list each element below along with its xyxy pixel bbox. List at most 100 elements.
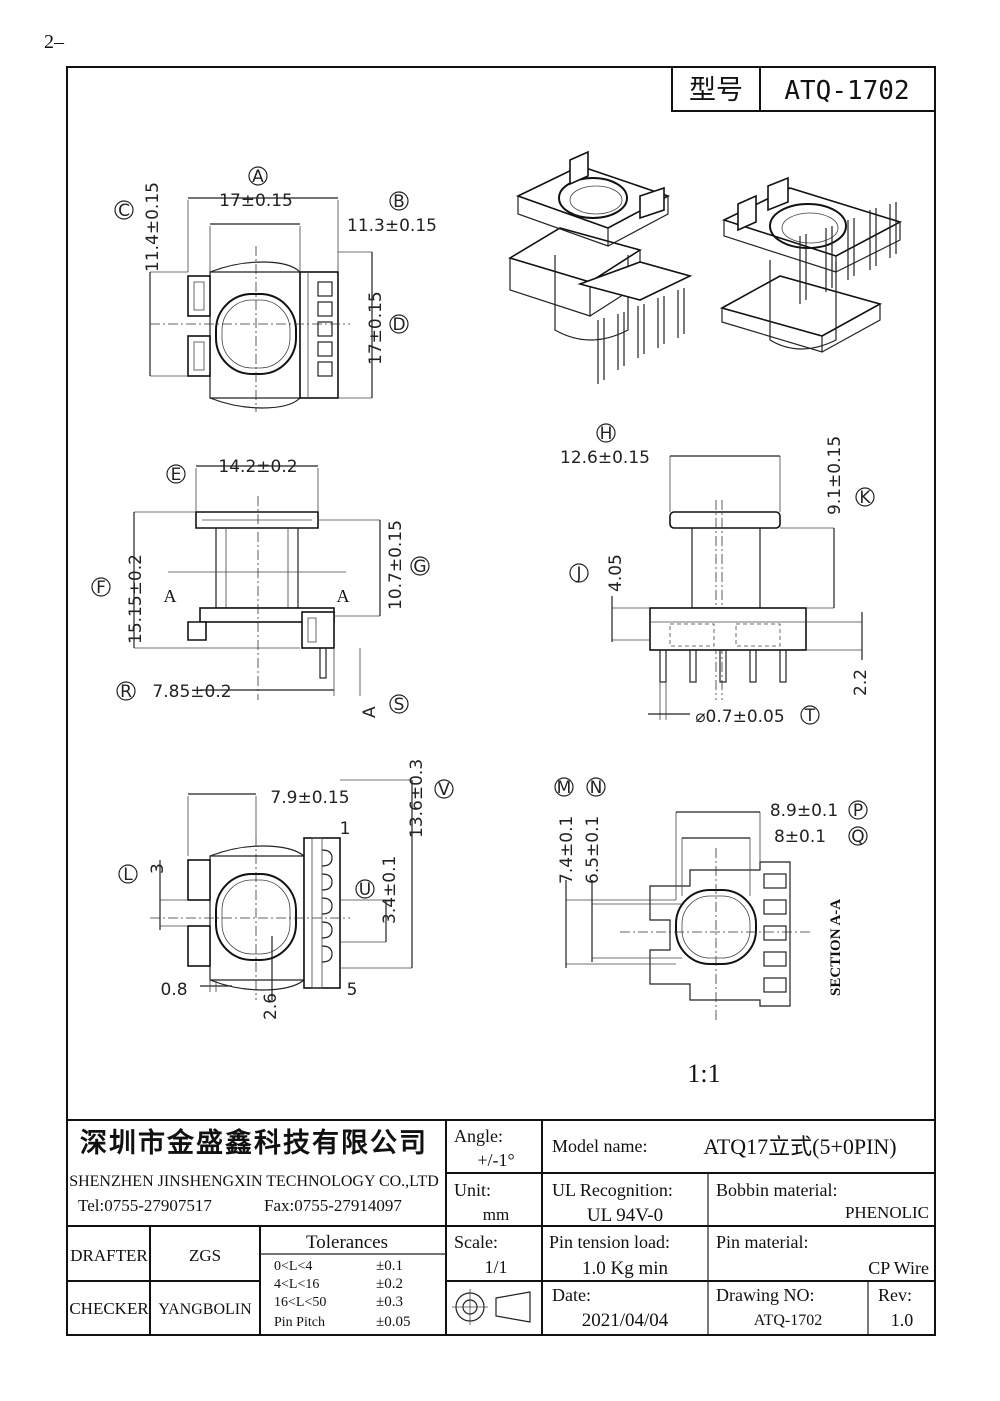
date-label: Date: bbox=[552, 1285, 591, 1305]
dim-h-value: 12.6±0.15 bbox=[560, 448, 650, 468]
dim-v-value: 13.6±0.3 bbox=[407, 759, 427, 838]
rev-value: 1.0 bbox=[891, 1310, 914, 1330]
dim-tag-l: L bbox=[123, 865, 133, 885]
dim-t2-value: 2.2 bbox=[851, 669, 871, 696]
checker-label: CHECKER bbox=[69, 1299, 149, 1318]
unit-value: mm bbox=[483, 1205, 509, 1224]
date-value: 2021/04/04 bbox=[582, 1310, 669, 1331]
dim-m-value: 7.4±0.1 bbox=[557, 816, 577, 884]
tolerance-value: ±0.1 bbox=[376, 1258, 403, 1274]
dim-b-value: 11.3±0.15 bbox=[347, 216, 437, 236]
company-tel: Tel:0755-27907517 bbox=[78, 1196, 212, 1215]
tolerance-range: Pin Pitch bbox=[274, 1315, 325, 1330]
dim-tag-b: B bbox=[393, 192, 405, 212]
unit-label: Unit: bbox=[454, 1180, 491, 1200]
company-fax: Fax:0755-27914097 bbox=[264, 1196, 402, 1215]
tolerances-title: Tolerances bbox=[306, 1232, 388, 1253]
dim-p-value: 8.9±0.1 bbox=[770, 801, 838, 821]
dim-f-value: 15.15±0.2 bbox=[126, 554, 146, 644]
drafter-value: ZGS bbox=[189, 1246, 221, 1265]
drafter-label: DRAFTER bbox=[70, 1246, 148, 1265]
tolerance-range: 0<L<4 bbox=[274, 1259, 312, 1274]
dim-tag-h: H bbox=[600, 424, 613, 444]
dim-tag-f: F bbox=[96, 578, 106, 598]
dim-e-value: 14.2±0.2 bbox=[218, 457, 297, 477]
dim-tag-t: T bbox=[804, 706, 816, 726]
scale-value: 1/1 bbox=[484, 1257, 507, 1277]
dim-tag-g: G bbox=[413, 557, 426, 577]
dim-a-value: 17±0.15 bbox=[219, 191, 293, 211]
dim-c-value: 11.4±0.15 bbox=[143, 182, 163, 272]
dim-d-value: 17±0.15 bbox=[366, 291, 386, 365]
dim-tag-j: J bbox=[575, 564, 581, 584]
tolerance-range: 4<L<16 bbox=[274, 1277, 319, 1292]
dim-tag-v: V bbox=[438, 780, 450, 800]
dim-n-value: 6.5±0.1 bbox=[583, 816, 603, 884]
dim-l2-value: 0.8 bbox=[160, 980, 187, 1000]
tolerances-table: 0<L<4 ±0.1 4<L<16 ±0.2 16<L<50 ±0.3 Pin … bbox=[274, 1258, 410, 1330]
company-en: SHENZHEN JINSHENGXIN TECHNOLOGY CO.,LTD bbox=[69, 1173, 439, 1190]
drawing-no-value: ATQ-1702 bbox=[754, 1312, 822, 1329]
model-header: 型号 ATQ-1702 bbox=[671, 66, 936, 112]
pin-tension-value: 1.0 Kg min bbox=[582, 1258, 669, 1279]
dim-s-value: A bbox=[360, 706, 380, 718]
dim-tag-m: M bbox=[557, 778, 572, 798]
dim-tag-c: C bbox=[118, 201, 130, 221]
isometric-view-left bbox=[508, 150, 693, 384]
projection-symbol-icon bbox=[452, 1289, 531, 1325]
title-block bbox=[67, 1119, 935, 1335]
tolerance-value: ±0.3 bbox=[376, 1294, 403, 1310]
dim-tag-q: Q bbox=[851, 827, 864, 847]
isometric-view-right bbox=[719, 176, 903, 353]
page-marker: 2– bbox=[44, 31, 65, 53]
bobbin-material-value: PHENOLIC bbox=[845, 1203, 929, 1222]
checker-value: YANGBOLIN bbox=[158, 1301, 252, 1318]
tolerance-range: 16<L<50 bbox=[274, 1295, 326, 1310]
dim-tag-n: N bbox=[590, 778, 603, 798]
model-name-label: Model name: bbox=[552, 1136, 647, 1156]
model-name-value: ATQ17立式(5+0PIN) bbox=[703, 1134, 896, 1159]
company-cn: 深圳市金盛鑫科技有限公司 bbox=[80, 1127, 428, 1158]
drawing-frame bbox=[66, 66, 936, 1336]
pin-material-label: Pin material: bbox=[716, 1232, 808, 1252]
type-label: 型号 bbox=[689, 75, 743, 105]
section-aa-view bbox=[565, 811, 810, 1020]
dim-j-value: 4.05 bbox=[606, 554, 626, 592]
dim-w-value: 7.9±0.15 bbox=[270, 788, 349, 808]
dim-t-value: ⌀0.7±0.05 bbox=[695, 707, 784, 727]
tolerance-value: ±0.05 bbox=[376, 1314, 410, 1330]
scale-label: Scale: bbox=[454, 1232, 498, 1252]
side-view bbox=[611, 455, 863, 720]
dim-tag-r: R bbox=[120, 682, 132, 702]
dim-tag-s: S bbox=[394, 695, 405, 715]
rev-label: Rev: bbox=[878, 1285, 912, 1305]
section-label: SECTION A-A bbox=[828, 899, 844, 996]
dim-l-value: 3 bbox=[148, 863, 168, 874]
dim-tag-u: U bbox=[359, 880, 371, 900]
dim-u-value: 3.4±0.1 bbox=[380, 856, 400, 924]
dim-k-value: 9.1±0.15 bbox=[825, 436, 845, 515]
dim-tag-e: E bbox=[171, 465, 182, 485]
section-mark-right: A bbox=[337, 586, 350, 606]
pin-tension-label: Pin tension load: bbox=[549, 1232, 670, 1252]
pin-material-value: CP Wire bbox=[868, 1258, 929, 1278]
front-view bbox=[133, 465, 381, 700]
dim-tag-p: P bbox=[853, 801, 863, 821]
dim-l3-value: 2.6 bbox=[261, 993, 281, 1020]
angle-label: Angle: bbox=[454, 1126, 503, 1146]
drawing-no-label: Drawing NO: bbox=[716, 1285, 814, 1305]
dim-q-value: 8±0.1 bbox=[774, 827, 826, 847]
scale-note: 1:1 bbox=[687, 1059, 720, 1088]
pin-label-first: 1 bbox=[340, 819, 351, 839]
bobbin-material-label: Bobbin material: bbox=[716, 1180, 837, 1200]
section-mark-left: A bbox=[164, 586, 177, 606]
dim-tag-a: A bbox=[252, 167, 264, 187]
ul-label: UL Recognition: bbox=[552, 1180, 673, 1200]
type-value: ATQ-1702 bbox=[784, 76, 909, 106]
dim-tag-k: K bbox=[859, 488, 871, 508]
dim-tag-d: D bbox=[392, 315, 405, 335]
top-view bbox=[149, 197, 373, 412]
ul-value: UL 94V-0 bbox=[587, 1205, 663, 1226]
dim-r-value: 7.85±0.2 bbox=[152, 682, 231, 702]
